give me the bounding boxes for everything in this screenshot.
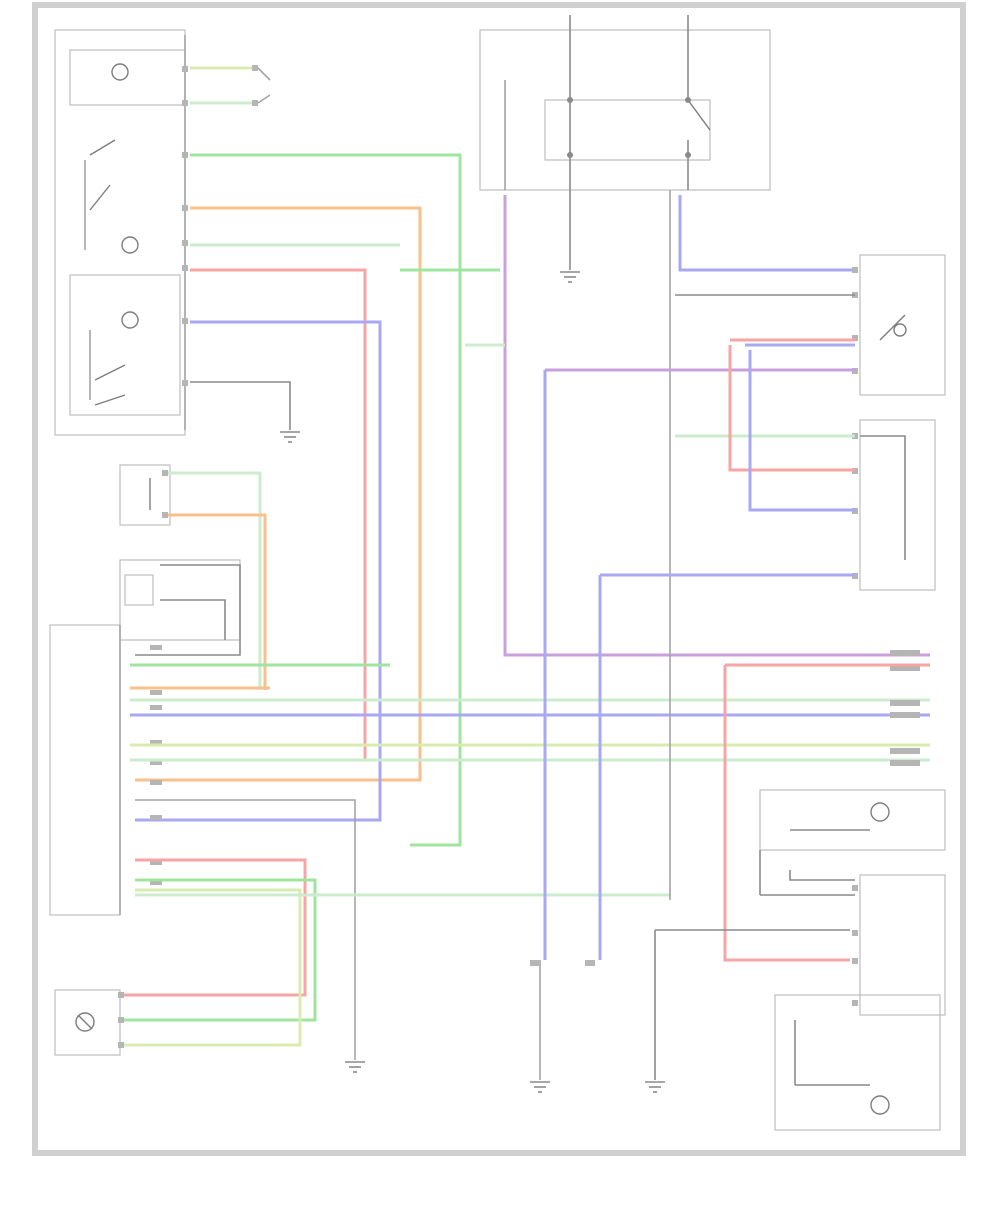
fuse-switch-block <box>119 559 241 656</box>
connector-pin-bottom-center-2 <box>585 960 595 966</box>
right-bus-pins <box>890 650 920 766</box>
right-connector-block <box>852 419 936 591</box>
switch-right-upper <box>852 254 946 396</box>
top-left-relay-box <box>54 29 186 436</box>
top-right-switch-assembly <box>479 15 771 270</box>
ground-symbol-bottom-center <box>530 1081 550 1093</box>
ground-symbol-bottom-right <box>645 1081 665 1093</box>
ground-symbol-bottom-left <box>345 1061 365 1073</box>
ground-symbol-top-center <box>560 271 580 283</box>
ground-symbol-top-left <box>280 431 300 443</box>
diagram-frame <box>32 2 966 1156</box>
small-connector-top-left <box>252 65 271 106</box>
pin-column-left <box>182 35 188 430</box>
right-lamp-lower <box>774 994 941 1131</box>
harness-connector-left <box>119 464 171 526</box>
control-unit-pins <box>150 645 162 885</box>
control-unit-left <box>49 624 121 916</box>
connector-pin-bottom-center-1 <box>530 960 540 966</box>
right-lamp-upper <box>759 789 946 895</box>
sensor-bottom-left <box>54 989 124 1056</box>
right-module <box>852 874 946 1016</box>
